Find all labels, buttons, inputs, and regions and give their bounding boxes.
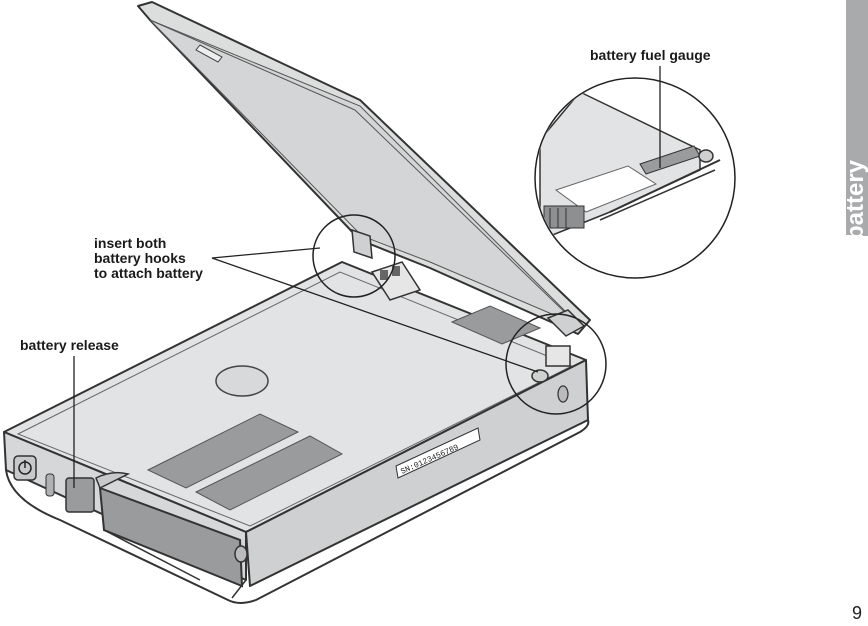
battery-release-label: battery release [20, 338, 119, 353]
hook-magnifier-circle-top [312, 214, 396, 298]
side-port-right [557, 385, 569, 403]
fuel-gauge-detail-view [534, 77, 736, 279]
rubber-foot [215, 365, 269, 397]
battery-fuel-gauge-label: battery fuel gauge [590, 48, 711, 63]
label-panel-left [146, 413, 300, 489]
battery-hook-right [531, 369, 549, 383]
chapter-tab-label: battery [842, 159, 868, 241]
battery-release-latch [65, 477, 95, 513]
hook-leader-top [211, 247, 321, 259]
hooks-text-line-1: insert both [94, 235, 167, 251]
battery-module [95, 471, 248, 588]
battery-hooks-label: insert both battery hooks to attach batt… [94, 236, 203, 281]
chapter-side-tab [846, 0, 868, 236]
hinge-block-right [545, 345, 571, 367]
page-number: 9 [851, 603, 862, 623]
hooks-text-line-3: to attach battery [94, 265, 203, 281]
release-text: battery release [20, 337, 119, 353]
hook-magnifier-circle-right [505, 313, 607, 415]
laptop-lid [137, 1, 591, 337]
battery-hook-connector [351, 228, 422, 301]
indicator-slot [45, 473, 55, 497]
hook-leader-right [211, 257, 539, 373]
connector-panel [450, 305, 542, 345]
power-button [13, 455, 37, 481]
hooks-text-line-2: battery hooks [94, 250, 186, 266]
label-panel-right [194, 435, 344, 511]
fuel-gauge-text: battery fuel gauge [590, 47, 711, 63]
